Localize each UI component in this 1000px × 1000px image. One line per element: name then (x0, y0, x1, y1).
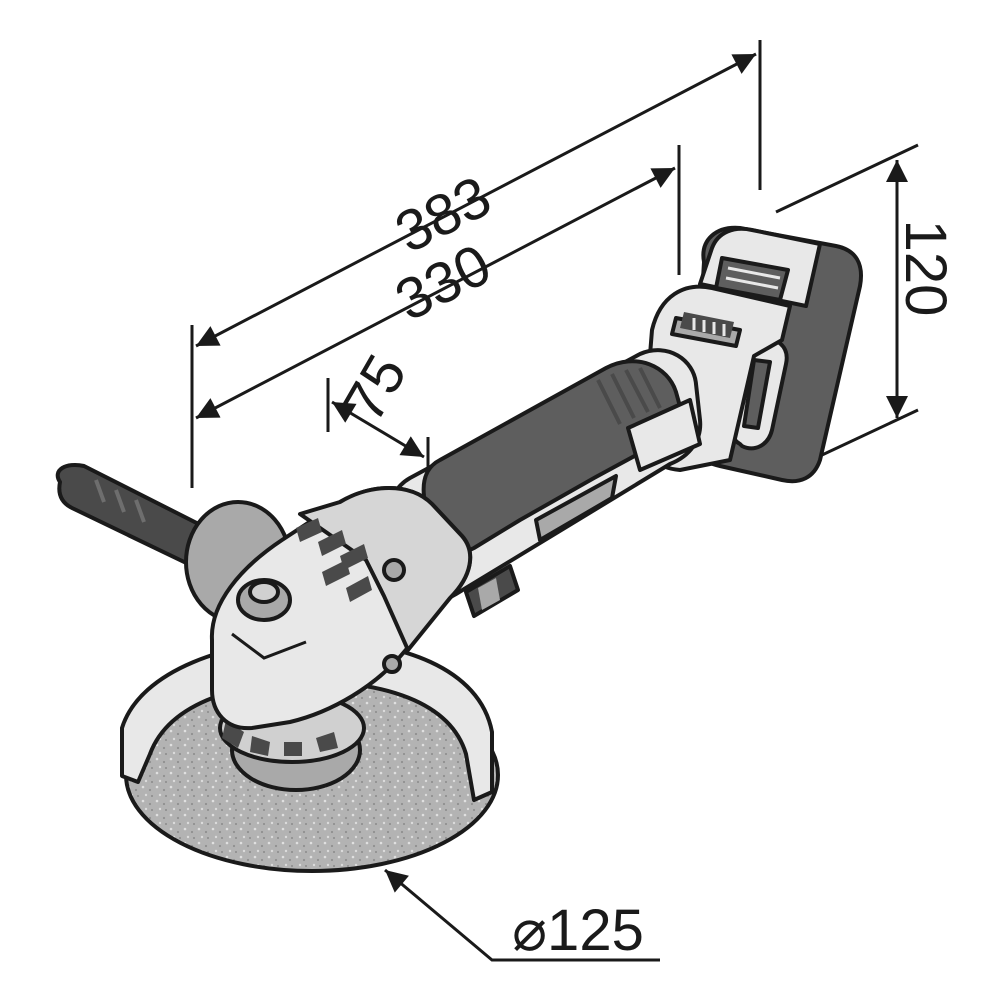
dimension-label-75: 75 (331, 344, 420, 432)
switch-slider (464, 564, 520, 618)
dimension-label-120: 120 (893, 220, 958, 317)
extension-line-top-120 (775, 143, 919, 214)
extension-line-bottom-120 (821, 408, 919, 457)
dimension-line-330 (195, 166, 676, 420)
dimension-label-330: 330 (385, 232, 501, 334)
dimension-line-75 (331, 400, 425, 459)
gear-head (209, 486, 473, 731)
dimension-75: 75 (326, 344, 430, 492)
spindle-lock-button (236, 578, 292, 622)
leader-line-disc (384, 868, 660, 962)
dimension-label-disc-diameter: ⌀125 (512, 898, 644, 963)
grinder-illustration (55, 225, 863, 873)
dimension-disc-diameter: ⌀125 (384, 868, 660, 963)
dimension-120: 120 (775, 143, 958, 457)
